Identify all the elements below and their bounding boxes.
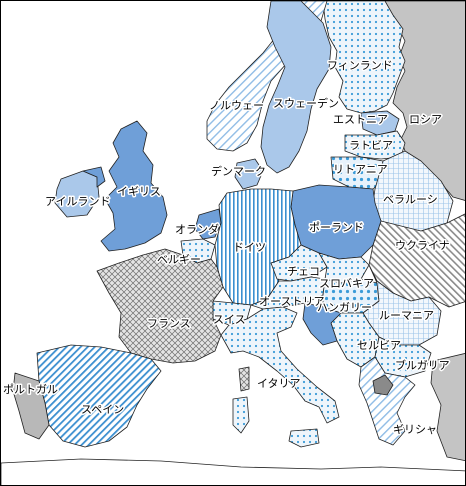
country-greece bbox=[358, 356, 416, 446]
region-north-africa bbox=[1, 458, 465, 485]
label-czech: チェコ bbox=[287, 265, 320, 278]
country-spain bbox=[36, 344, 162, 448]
island-sardinia bbox=[232, 396, 250, 434]
label-ireland: アイルランド bbox=[45, 195, 110, 208]
label-russia: ロシア bbox=[409, 113, 442, 126]
country-italy bbox=[220, 306, 340, 424]
label-slovakia: スロバキア bbox=[319, 277, 374, 290]
label-finland: フィンランド bbox=[327, 59, 393, 72]
label-norway: ノルウェー bbox=[209, 99, 264, 112]
label-romania: ルーマニア bbox=[379, 309, 434, 322]
country-portugal bbox=[12, 372, 50, 440]
label-lithuania: リトアニア bbox=[333, 163, 388, 176]
country-netherlands bbox=[194, 208, 222, 240]
label-greece: ギリシャ bbox=[393, 423, 437, 436]
country-denmark bbox=[234, 158, 264, 190]
label-switzerland: スイス bbox=[213, 313, 246, 326]
label-portugal: ポルトガル bbox=[3, 383, 58, 396]
island-corsica bbox=[238, 366, 250, 392]
country-uk bbox=[100, 120, 168, 252]
label-netherlands: オランダ bbox=[175, 222, 219, 236]
label-austria: オーストリア bbox=[259, 295, 324, 308]
country-croatia bbox=[302, 302, 342, 346]
label-bulgaria: ブルガリア bbox=[395, 358, 450, 372]
country-finland bbox=[322, 1, 406, 114]
country-france bbox=[96, 248, 224, 364]
country-albania bbox=[372, 374, 394, 396]
label-poland: ポーランド bbox=[309, 221, 364, 234]
label-germany: ドイツ bbox=[233, 241, 266, 254]
country-sweden bbox=[260, 1, 332, 174]
label-belarus: ベラルーシ bbox=[383, 193, 438, 206]
label-serbia: セルビア bbox=[357, 339, 401, 352]
label-latvia: ラトビア bbox=[349, 139, 393, 152]
label-hungary: ハンガリー bbox=[317, 301, 372, 314]
label-denmark: デンマーク bbox=[211, 164, 266, 178]
island-sicily bbox=[288, 428, 320, 448]
country-ireland bbox=[54, 170, 100, 218]
label-uk: イギリス bbox=[117, 185, 161, 198]
label-sweden: スウェーデン bbox=[273, 96, 339, 110]
country-turkey bbox=[430, 353, 465, 462]
label-france: フランス bbox=[147, 317, 191, 330]
label-belgium: ベルギー bbox=[157, 253, 201, 266]
label-italy: イタリア bbox=[257, 377, 301, 390]
country-uk-ni bbox=[82, 166, 106, 188]
label-spain: スペイン bbox=[81, 403, 124, 416]
label-estonia: エストニア bbox=[333, 113, 388, 126]
label-ukraine: ウクライナ bbox=[395, 239, 450, 252]
country-russia bbox=[380, 1, 465, 201]
